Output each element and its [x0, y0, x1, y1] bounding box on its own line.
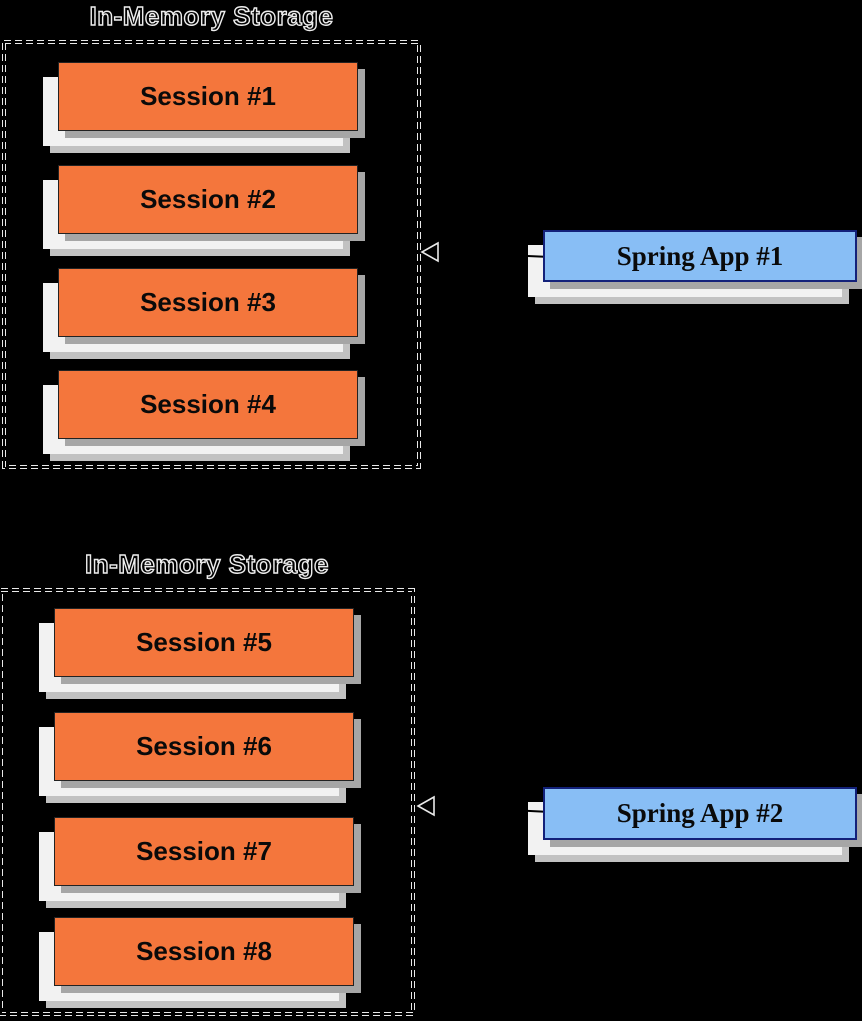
- session-box: Session #7: [39, 817, 354, 901]
- storage-title-bottom: In-Memory Storage: [84, 548, 329, 579]
- session-box: Session #2: [43, 165, 358, 249]
- session-box: Session #5: [39, 608, 354, 692]
- session-label: Session #6: [54, 712, 354, 781]
- spring-app-box: Spring App #2: [528, 787, 857, 855]
- hollow-triangle-arrowhead-icon: [420, 241, 439, 263]
- session-box: Session #1: [43, 62, 358, 146]
- spring-app-box: Spring App #1: [528, 230, 857, 297]
- spring-app-label: Spring App #2: [543, 787, 857, 840]
- connector-app1: [436, 251, 551, 258]
- session-label: Session #5: [54, 608, 354, 677]
- session-label: Session #4: [58, 370, 358, 439]
- session-label: Session #1: [58, 62, 358, 131]
- spring-app-label: Spring App #1: [543, 230, 857, 282]
- connector-app2: [432, 805, 551, 813]
- session-label: Session #2: [58, 165, 358, 234]
- session-box: Session #8: [39, 917, 354, 1001]
- session-label: Session #8: [54, 917, 354, 986]
- session-label: Session #7: [54, 817, 354, 886]
- storage-boundary-top: [2, 40, 421, 469]
- session-label: Session #3: [58, 268, 358, 337]
- session-box: Session #6: [39, 712, 354, 796]
- hollow-triangle-arrowhead-icon: [416, 795, 435, 817]
- storage-title-top: In-Memory Storage: [89, 0, 334, 31]
- session-box: Session #3: [43, 268, 358, 352]
- session-box: Session #4: [43, 370, 358, 454]
